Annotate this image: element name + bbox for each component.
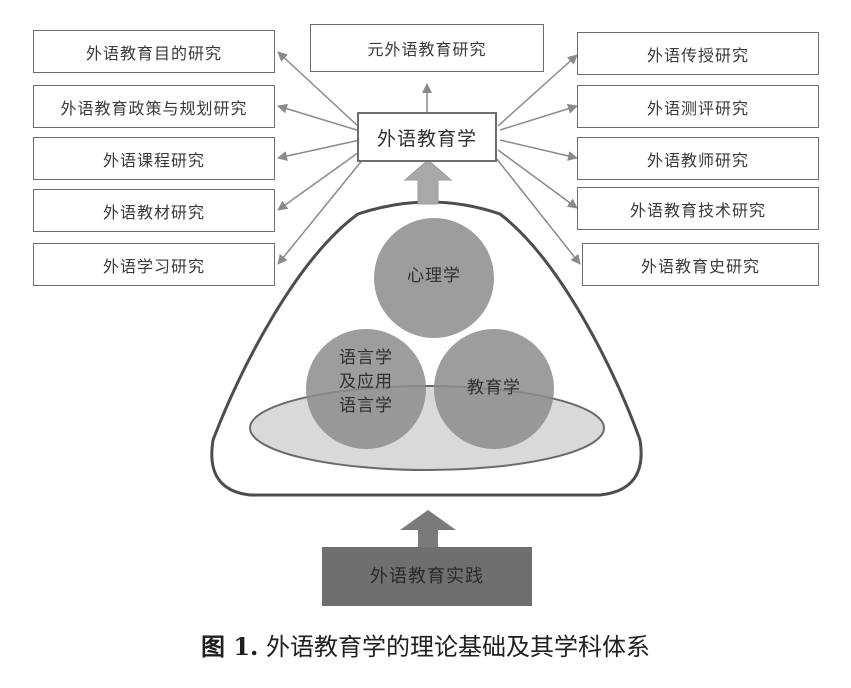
arrow-left-4 [277,149,363,211]
left-box-2: 外语教育政策与规划研究 [33,85,275,128]
right-box-4: 外语教育技术研究 [577,187,819,230]
left-box-1: 外语教育目的研究 [33,30,275,73]
linguistics-circle [306,329,426,449]
left-box-3: 外语课程研究 [33,137,275,180]
psychology-label: 心理学 [407,266,461,286]
arrow-left-1 [277,51,361,129]
arrow-right-4 [497,149,578,209]
linguistics-line-2: 及应用 [339,372,393,392]
linguistics-label: 语言学 及应用 语言学 [326,346,406,418]
center-discipline-box: 外语教育学 [357,112,497,162]
psychology-circle [374,218,494,338]
right-box-1: 外语传授研究 [577,32,819,75]
right-box-3: 外语教师研究 [577,137,819,180]
arrow-left-2 [277,103,361,132]
linguistics-line-3: 语言学 [339,396,393,416]
practice-base-shape [322,547,532,606]
meta-research-box: 元外语教育研究 [310,24,544,72]
left-box-4: 外语教材研究 [33,189,275,232]
practice-label: 外语教育实践 [370,566,484,587]
arrow-left-3 [277,139,361,161]
up-arrow-to-center [403,159,453,205]
caption-text: 外语教育学的理论基础及其学科体系 [258,633,651,661]
practice-arrow [400,510,456,555]
arrow-right-3 [499,139,578,161]
arrow-right-2 [499,103,578,131]
caption-number: 图 1. [200,632,259,661]
education-label: 教育学 [467,378,521,398]
arrow-right-5 [495,157,581,265]
right-box-5: 外语教育史研究 [582,243,819,286]
arrow-right-1 [497,54,578,127]
figure-caption: 图 1. 外语教育学的理论基础及其学科体系 [0,627,851,662]
right-box-2: 外语测评研究 [577,85,819,128]
linguistics-line-1: 语言学 [339,348,393,368]
education-circle [434,329,554,449]
left-box-5: 外语学习研究 [33,243,275,286]
arrow-left-5 [277,157,365,265]
